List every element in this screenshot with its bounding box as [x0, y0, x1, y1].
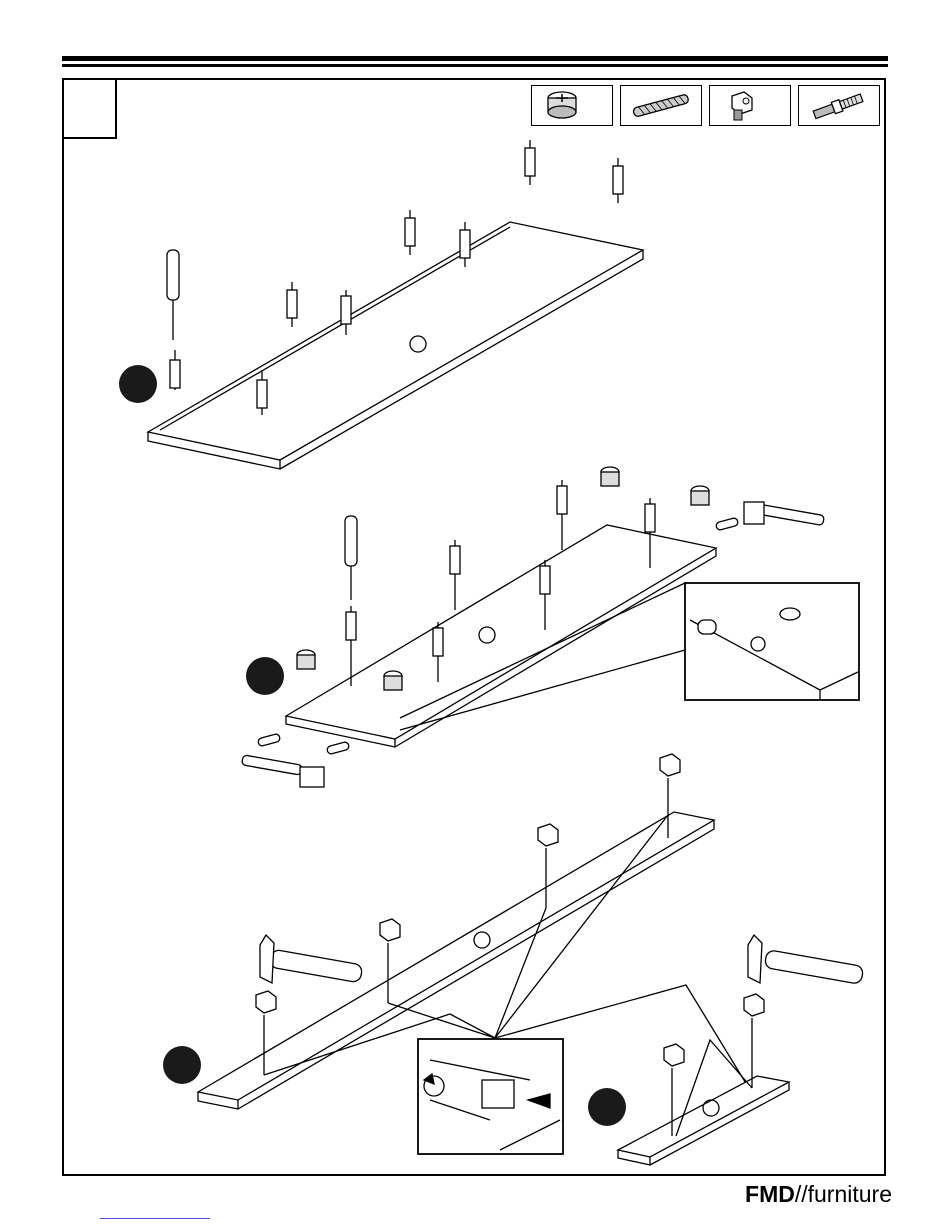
detail-inset-support — [264, 815, 750, 1154]
substep-badge-2 — [246, 657, 284, 695]
brand-rest: //furniture — [795, 1181, 892, 1207]
panel-1 — [148, 222, 643, 469]
substep-badge-3 — [163, 1046, 201, 1084]
substep-badge-1 — [119, 365, 157, 403]
mallet-2a — [242, 755, 324, 787]
screwdriver-2 — [345, 516, 357, 600]
brand-logo: FMD//furniture — [745, 1181, 892, 1208]
hammer-3 — [260, 935, 363, 983]
mallet-2b — [744, 502, 824, 525]
panel-4 — [618, 994, 789, 1165]
screwdriver-1 — [167, 250, 179, 340]
brand-bold: FMD — [745, 1181, 795, 1207]
footer-link-underline — [100, 1218, 210, 1219]
substep-badge-4 — [588, 1088, 626, 1126]
hammer-4 — [748, 935, 864, 984]
